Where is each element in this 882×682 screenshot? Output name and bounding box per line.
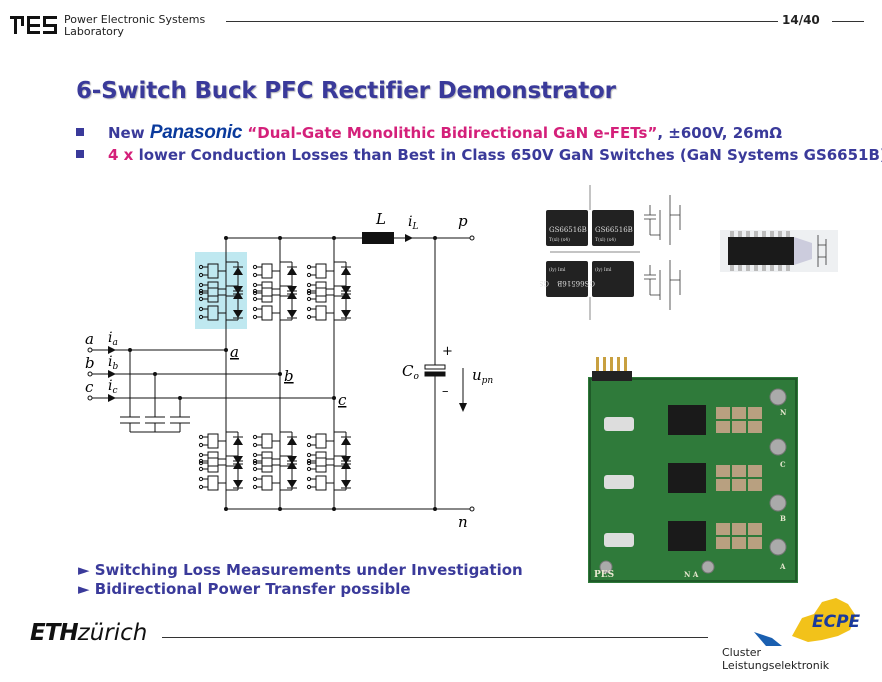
voltage-arrow-icon (459, 403, 467, 412)
label-n: n (458, 513, 468, 530)
svg-text:N A: N A (684, 570, 699, 579)
cluster-label: Cluster Leistungselektronik (722, 646, 829, 672)
label-b: b (85, 354, 95, 372)
label-minus: – (442, 384, 449, 399)
slide-title: 6-Switch Buck PFC Rectifier Demonstrator (76, 78, 616, 104)
header-pins-icon (596, 357, 627, 381)
header-rule (226, 21, 778, 22)
gan-switch-package-figure: GS66516B T(xl) (x4) GS66516B T(xl) (x4) … (540, 185, 681, 320)
cluster-line2: Leistungselektronik (722, 659, 830, 672)
lab-name-line1: Power Electronic Systems (64, 13, 206, 26)
svg-text:C: C (780, 460, 786, 469)
bullet-1-new: New (108, 124, 145, 142)
ic-package-image (720, 230, 838, 272)
svg-text:PES: PES (594, 570, 614, 580)
ecpe-logo: ECPE (812, 612, 861, 632)
header-rule-right (832, 21, 864, 22)
eth-zurich-logo: ETHzürich (30, 620, 148, 646)
footer-bullet-2: ► Bidirectional Power Transfer possible (78, 580, 411, 598)
footer-rule (162, 637, 708, 638)
pcb-photo: N C B A PES N A (588, 357, 798, 583)
svg-text:B: B (780, 514, 786, 523)
node-b: b (284, 367, 294, 385)
pes-logo-icon (10, 16, 57, 34)
page-number: 14/40 (782, 13, 820, 27)
bullet-1: New Panasonic “Dual-Gate Monolithic Bidi… (76, 122, 782, 144)
label-Co: Co (402, 362, 419, 382)
label-plus: + (442, 344, 453, 359)
svg-text:N: N (780, 408, 787, 417)
svg-text:GS66516B: GS66516B (540, 279, 549, 287)
bullet-2-highlight: 4 x (108, 146, 134, 164)
inductor-icon (362, 232, 394, 244)
svg-text:GS66516B: GS66516B (549, 226, 587, 234)
label-upn: upn (472, 366, 493, 386)
svg-text:GS66516B: GS66516B (595, 226, 633, 234)
cluster-line1: Cluster (722, 646, 762, 659)
panasonic-logo: Panasonic (149, 122, 243, 143)
lab-name: Power Electronic Systems Laboratory (64, 14, 205, 38)
svg-text:(ly) Iml: (ly) Iml (549, 266, 566, 273)
label-L: L (375, 210, 386, 228)
rectifier-schematic: L iL p n a b c ia ib ic a b c Co upn + – (85, 210, 493, 530)
current-arrow-icon (405, 234, 413, 242)
label-ia: ia (108, 330, 118, 348)
lab-name-line2: Laboratory (64, 25, 124, 38)
bullet-1-quoted: “Dual-Gate Monolithic Bidirectional GaN … (247, 124, 658, 142)
label-ic: ic (108, 378, 118, 396)
svg-text:T(xl) (x4): T(xl) (x4) (549, 236, 570, 243)
label-iL: iL (408, 214, 418, 232)
chip-bottom-right (592, 261, 634, 297)
label-c: c (85, 378, 94, 396)
node-a: a (230, 343, 239, 361)
svg-text:A: A (779, 562, 786, 571)
chip-top-right (592, 210, 634, 246)
switch-symbol-icon (644, 195, 681, 310)
chip-top-left (546, 210, 588, 246)
bullet-1-rest: , ±600V, 26mΩ (657, 124, 782, 142)
label-p: p (458, 212, 468, 230)
node-c: c (338, 391, 347, 409)
label-a: a (85, 330, 94, 348)
footer-bullet-1: ► Switching Loss Measurements under Inve… (78, 561, 523, 579)
ecpe-europe-map-icon (754, 598, 856, 646)
chip-bottom-left (546, 261, 588, 297)
bullet-2: 4 x lower Conduction Losses than Best in… (76, 146, 882, 164)
square-bullet-icon (76, 149, 84, 158)
bullet-2-rest: lower Conduction Losses than Best in Cla… (133, 146, 882, 164)
svg-text:(ly) Iml: (ly) Iml (595, 266, 612, 273)
svg-text:T(xl) (x4): T(xl) (x4) (595, 236, 616, 243)
label-ib: ib (108, 354, 118, 372)
svg-text:GS66516B: GS66516B (557, 279, 595, 287)
square-bullet-icon (76, 127, 84, 136)
